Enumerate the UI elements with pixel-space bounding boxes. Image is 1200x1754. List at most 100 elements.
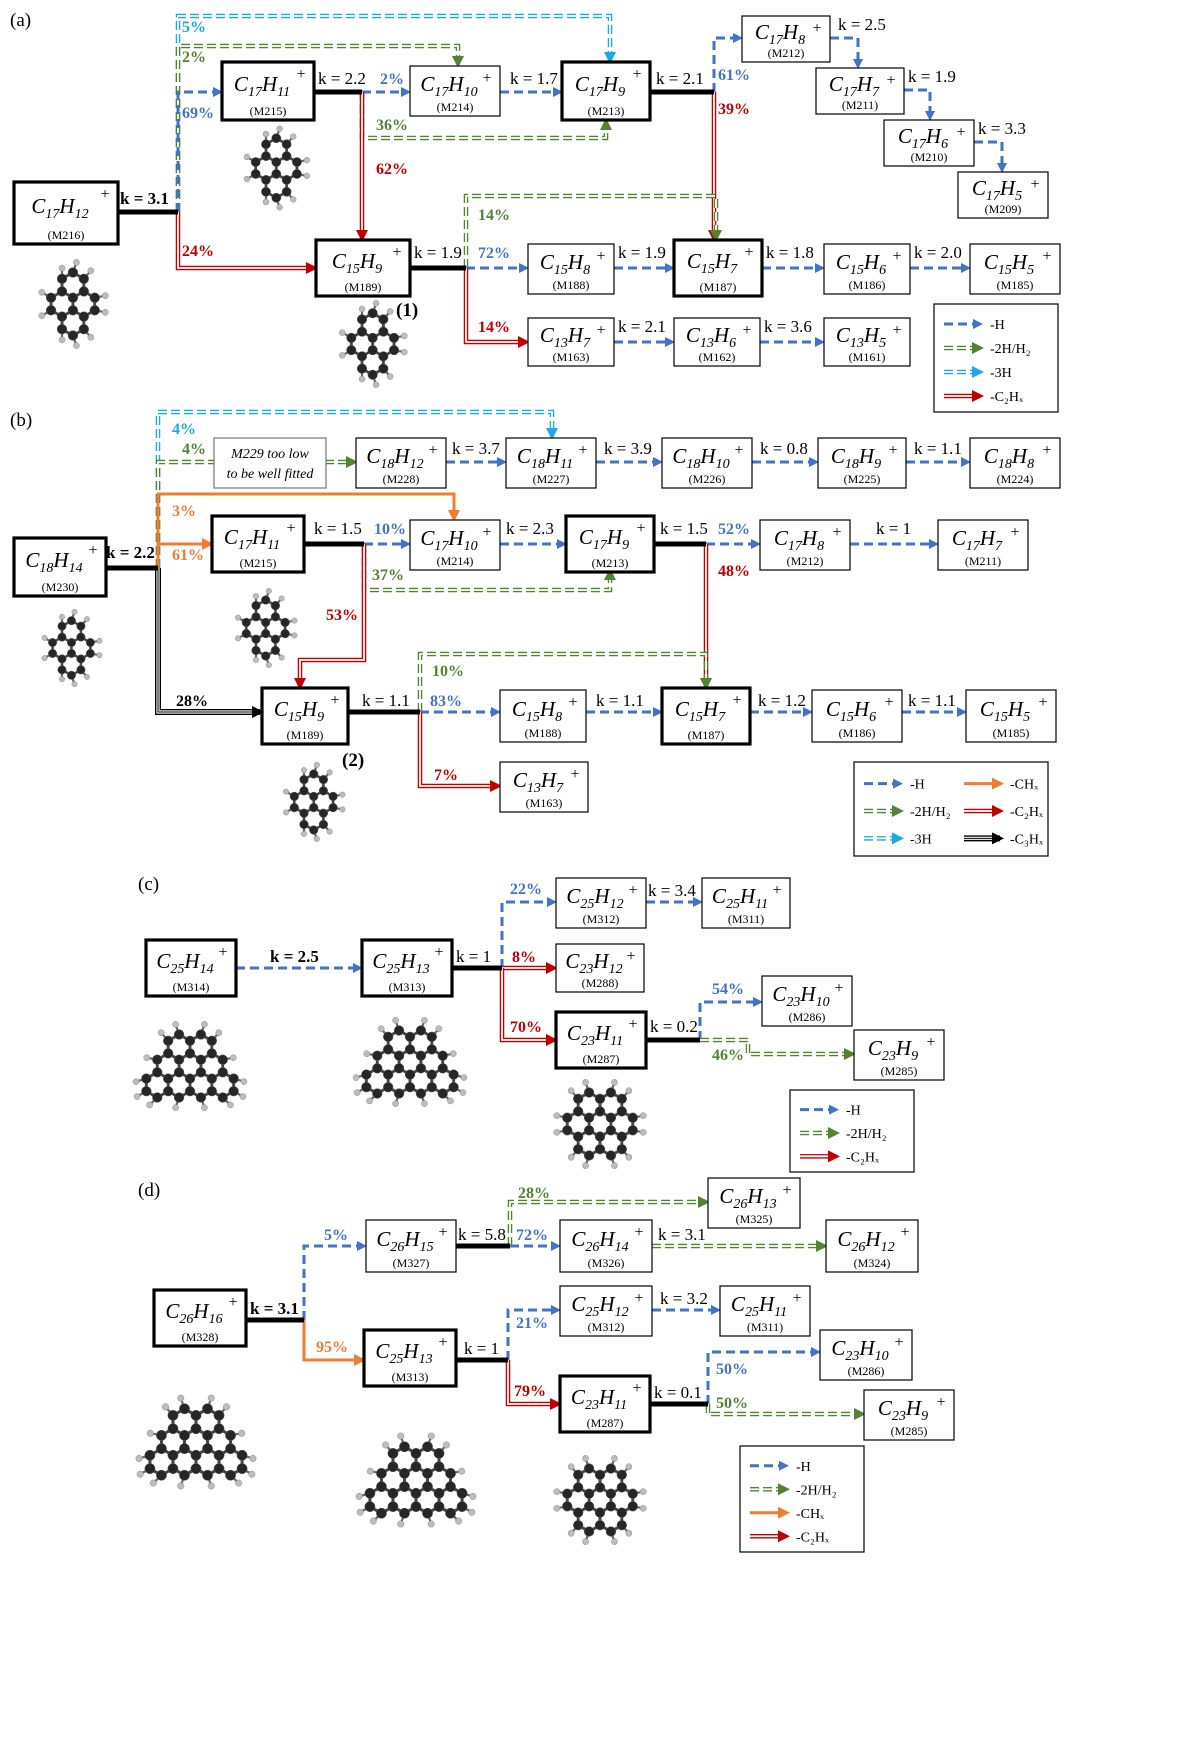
rate-constant: k = 2.2 (318, 69, 366, 88)
rate-constant: k = 3.1 (250, 1299, 299, 1318)
arrow-H2-2 (507, 1196, 710, 1246)
formula: C26H13 (719, 1184, 776, 1212)
mass-label: (M212) (787, 554, 824, 568)
charge-plus: + (772, 882, 781, 899)
formula: C18H8 (984, 444, 1034, 472)
branch-percentage: 69% (182, 105, 214, 122)
rate-constant: k = 3.2 (660, 1289, 708, 1308)
branch-percentage: 61% (172, 547, 204, 564)
charge-plus: + (482, 70, 491, 87)
species-box-M189: C15H9+(M189) (260, 686, 350, 746)
formula: C18H11 (517, 444, 573, 472)
species-box-M288: C23H12+(M288) (555, 943, 645, 993)
mass-label: (M285) (881, 1064, 918, 1078)
formula: C17H8 (755, 20, 805, 48)
formula: C26H16 (165, 1299, 222, 1327)
rate-constant: k = 1.7 (510, 69, 558, 88)
charge-plus: + (596, 248, 605, 265)
mass-label: (M211) (965, 554, 1001, 568)
arrow-H-1 (500, 897, 557, 968)
rate-constant: k = 3.3 (978, 119, 1026, 138)
mass-label: (M227) (533, 472, 570, 486)
mass-label: (M186) (849, 278, 886, 292)
charge-plus: + (286, 520, 295, 537)
legend: -H-2H/H₂-CHₓ-C₂Hₓ (739, 1445, 865, 1553)
rate-constant: k = 2.0 (914, 243, 962, 262)
molecule-structure (38, 259, 109, 349)
branch-percentage: 4% (172, 421, 196, 438)
legend-label: -3H (990, 366, 1012, 381)
charge-plus: + (438, 1224, 447, 1241)
panel-b: (b)C18H14+(M230)C18H12+(M228)C18H11+(M22… (10, 409, 1061, 857)
arrow-H2-9 (705, 1404, 866, 1420)
charge-plus: + (596, 322, 605, 339)
mass-label: (M225) (844, 472, 881, 486)
branch-percentage: 83% (430, 693, 462, 710)
panel-label: (b) (10, 410, 32, 431)
species-box-M227: C18H11+(M227) (505, 437, 597, 489)
rate-constant: k = 2.1 (656, 69, 704, 88)
charge-plus: + (626, 948, 635, 965)
panel-a: (a)C17H12+(M216)C17H11+(M215)C17H10+(M21… (10, 10, 1061, 413)
legend-label: -H (910, 778, 925, 793)
arrow-C2-3 (499, 968, 558, 1046)
formula: C23H9 (868, 1036, 918, 1064)
legend-label: -C₂Hₓ (990, 390, 1024, 405)
note-line: M229 too low (230, 447, 309, 462)
panel-d: (d)C26H16+(M328)C26H15+(M327)C26H13+(M32… (135, 1177, 955, 1553)
mass-label: (M224) (997, 472, 1034, 486)
species-box-M311: C25H11+(M311) (719, 1285, 811, 1337)
branch-percentage: 95% (316, 1339, 348, 1356)
species-box-M285: C23H9+(M285) (853, 1029, 945, 1081)
arrow-H-10 (830, 36, 863, 69)
molecule-structure (135, 1394, 257, 1490)
branch-percentage: 72% (516, 1227, 548, 1244)
mass-label: (M188) (525, 726, 562, 740)
branch-percentage: 62% (376, 161, 408, 178)
species-box-M163: C13H7+(M163) (499, 761, 589, 813)
mass-label: (M313) (389, 980, 426, 994)
formula: C23H11 (567, 1021, 623, 1049)
species-box-M163: C13H7+(M163) (527, 317, 615, 367)
mass-label: (M286) (789, 1010, 826, 1024)
species-box-M212: C17H8+(M212) (741, 15, 831, 63)
charge-plus: + (570, 766, 579, 783)
charge-plus: + (218, 944, 227, 961)
rate-constant: k = 1 (464, 1339, 499, 1358)
branch-percentage: 46% (712, 1047, 744, 1064)
formula: C26H14 (571, 1227, 628, 1255)
mass-label: (M216) (48, 228, 85, 242)
rate-constant: k = 3.9 (604, 439, 652, 458)
arrow-C3-4 (155, 568, 264, 718)
arrow-C2-15 (463, 268, 530, 348)
charge-plus: + (1042, 442, 1051, 459)
rate-constant: k = 1.9 (414, 243, 462, 262)
rate-constant: k = 2.3 (506, 519, 554, 538)
branch-percentage: 2% (380, 71, 404, 88)
mass-label: (M210) (911, 150, 948, 164)
species-box-M326: C26H14+(M326) (559, 1219, 653, 1273)
charge-plus: + (792, 1290, 801, 1307)
legend: -H-2H/H₂-C₂Hₓ (789, 1089, 915, 1173)
mass-label: (M226) (689, 472, 726, 486)
molecule-structure (352, 1017, 468, 1107)
arrow-H-11 (904, 88, 935, 121)
species-box-M186: C15H6+(M186) (823, 243, 911, 295)
charge-plus: + (744, 244, 753, 261)
branch-percentage: 50% (716, 1361, 748, 1378)
species-box-M189: C15H9+(M189) (314, 238, 412, 298)
mass-label: (M212) (768, 46, 805, 60)
mass-label: (M188) (553, 278, 590, 292)
mass-label: (M314) (173, 980, 210, 994)
legend-label: -C₂Hₓ (796, 1530, 830, 1545)
mass-label: (M286) (848, 1364, 885, 1378)
branch-percentage: 79% (514, 1383, 546, 1400)
arrow-CH-2 (156, 492, 460, 568)
species-box-M311: C25H11+(M311) (701, 877, 791, 929)
mass-label: (M312) (583, 912, 620, 926)
charge-plus: + (894, 1334, 903, 1351)
note-line: to be well fitted (227, 467, 315, 482)
rate-constant: k = 3.6 (764, 317, 812, 336)
rate-constant: k = 1 (876, 519, 911, 538)
mass-label: (M186) (839, 726, 876, 740)
